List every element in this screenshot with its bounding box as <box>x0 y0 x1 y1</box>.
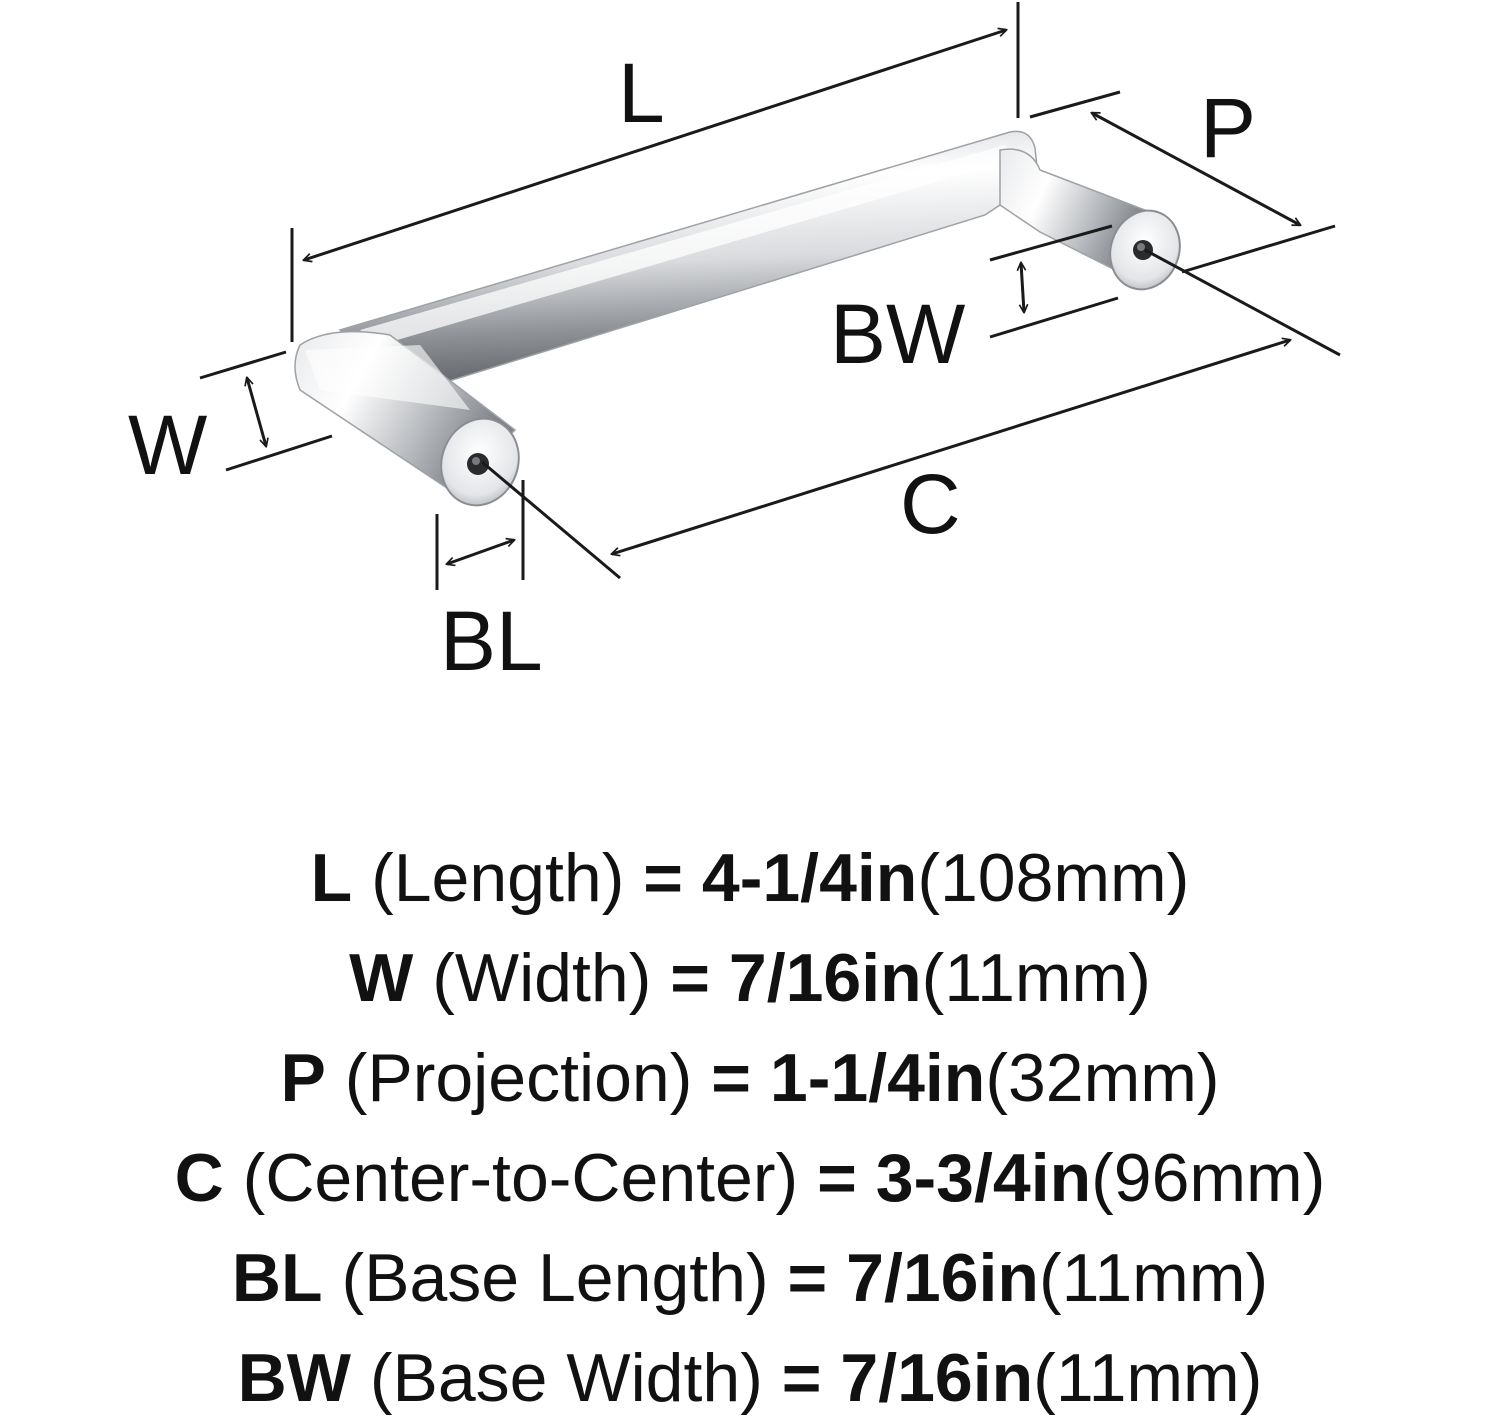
label-L: L <box>618 46 665 140</box>
spec-imperial: 4-1/4in <box>701 840 918 916</box>
spec-imperial: 1-1/4in <box>769 1040 986 1116</box>
spec-code: BL <box>231 1240 323 1316</box>
label-P: P <box>1200 81 1256 175</box>
spec-name: (Center-to-Center) <box>242 1140 799 1216</box>
spec-equals: = <box>670 940 710 1016</box>
C-dimension-line <box>612 340 1290 554</box>
spec-metric: (11mm) <box>1038 1240 1269 1316</box>
spec-code: BW <box>237 1340 351 1416</box>
BW-dimension-line <box>1021 263 1024 312</box>
label-W: W <box>128 398 207 492</box>
spec-imperial: 3-3/4in <box>875 1140 1092 1216</box>
spec-row-length: L (Length) = 4-1/4in(108mm) <box>0 828 1500 928</box>
right-center-line <box>1144 248 1341 357</box>
label-C: C <box>900 457 961 551</box>
spec-equals: = <box>787 1240 828 1316</box>
spec-code: W <box>349 940 414 1016</box>
P-dimension-line <box>1092 111 1300 227</box>
handle-body <box>294 130 1181 507</box>
spec-code: C <box>174 1140 224 1216</box>
cabinet-pull-dimension-diagram: L P BW W C BL <box>128 2 1341 688</box>
label-BL: BL <box>440 594 543 688</box>
spec-equals: = <box>711 1040 751 1116</box>
spec-name: (Base Length) <box>341 1240 769 1316</box>
spec-metric: (96mm) <box>1091 1140 1326 1216</box>
spec-row-center-to-center: C (Center-to-Center) = 3-3/4in(96mm) <box>0 1128 1500 1228</box>
spec-metric: (32mm) <box>985 1040 1220 1116</box>
spec-row-projection: P (Projection) = 1-1/4in(32mm) <box>0 1028 1500 1128</box>
spec-name: (Length) <box>371 840 625 916</box>
spec-imperial: 7/16in <box>728 940 922 1016</box>
dimension-lines <box>199 2 1341 590</box>
spec-imperial: 7/16in <box>846 1240 1039 1316</box>
spec-metric: (11mm) <box>921 940 1151 1016</box>
dimension-spec-list: L (Length) = 4-1/4in(108mm) W (Width) = … <box>0 828 1500 1428</box>
spec-name: (Width) <box>432 940 652 1016</box>
BW-extension-bottom <box>989 296 1119 339</box>
spec-row-width: W (Width) = 7/16in(11mm) <box>0 928 1500 1028</box>
spec-equals: = <box>817 1140 857 1216</box>
spec-code: P <box>280 1040 326 1116</box>
W-extension-top <box>199 350 287 380</box>
label-BW: BW <box>830 287 965 381</box>
P-extension-bottom <box>1181 224 1336 274</box>
spec-metric: (108mm) <box>917 840 1190 916</box>
spec-row-base-length: BL (Base Length) = 7/16in(11mm) <box>0 1228 1500 1328</box>
spec-name: (Base Width) <box>369 1340 763 1416</box>
L-dimension-line <box>304 30 1006 260</box>
left-center-line <box>481 460 621 580</box>
W-dimension-line <box>247 378 266 446</box>
spec-code: L <box>310 840 353 916</box>
spec-equals: = <box>781 1340 822 1416</box>
spec-name: (Projection) <box>344 1040 693 1116</box>
spec-row-base-width: BW (Base Width) = 7/16in(11mm) <box>0 1328 1500 1428</box>
spec-imperial: 7/16in <box>840 1340 1034 1416</box>
spec-equals: = <box>643 840 683 916</box>
BL-dimension-line <box>447 540 514 564</box>
P-extension-top <box>1029 90 1121 119</box>
spec-metric: (11mm) <box>1033 1340 1263 1416</box>
BW-extension-top <box>989 224 1113 262</box>
W-extension-bottom <box>225 434 333 472</box>
